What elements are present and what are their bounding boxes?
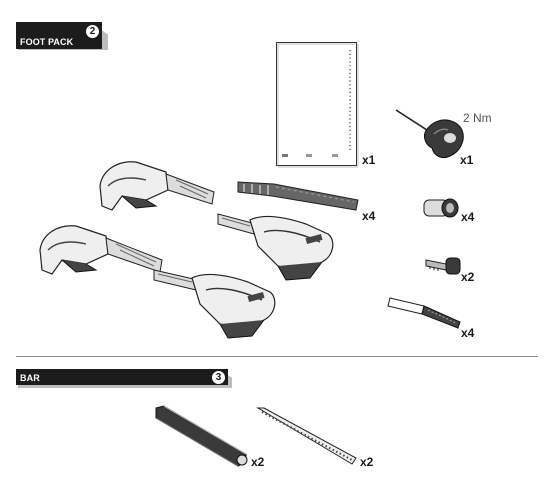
foot-unit-icon-3	[217, 213, 334, 281]
bar-label: BAR	[20, 373, 40, 383]
foot-pack-tab: FOOT PACK 2	[16, 22, 102, 49]
key-quantity: x2	[461, 270, 475, 284]
roof-bar-quantity: x2	[251, 455, 265, 469]
bar-number: 3	[212, 371, 225, 384]
foot-pack-label: FOOT PACK	[20, 37, 74, 47]
torque-value-label: 2 Nm	[463, 111, 492, 125]
torque-key-icon	[395, 109, 464, 159]
lock-cylinder-icon	[423, 198, 459, 218]
manual-quantity: x1	[362, 153, 376, 167]
foot-unit-icon-4	[153, 269, 276, 339]
lock-cylinder-quantity: x4	[461, 210, 475, 224]
bar-tab: BAR 3	[16, 369, 228, 385]
pad-icon	[387, 297, 461, 329]
pad-quantity: x4	[461, 326, 475, 340]
rubber-strip-icon	[256, 407, 357, 465]
foot-pack-number: 2	[86, 25, 99, 38]
rubber-strip-quantity: x2	[360, 455, 374, 469]
section-divider	[16, 356, 538, 357]
foot-unit-icon-2	[39, 225, 163, 275]
key-icon	[425, 257, 461, 275]
strap-icon	[237, 181, 359, 211]
foot-unit-icon-1	[99, 161, 215, 211]
torque-key-quantity: x1	[460, 153, 474, 167]
strap-quantity: x4	[362, 209, 376, 223]
roof-bar-icon	[155, 405, 248, 467]
manual-booklet-icon	[276, 42, 359, 168]
